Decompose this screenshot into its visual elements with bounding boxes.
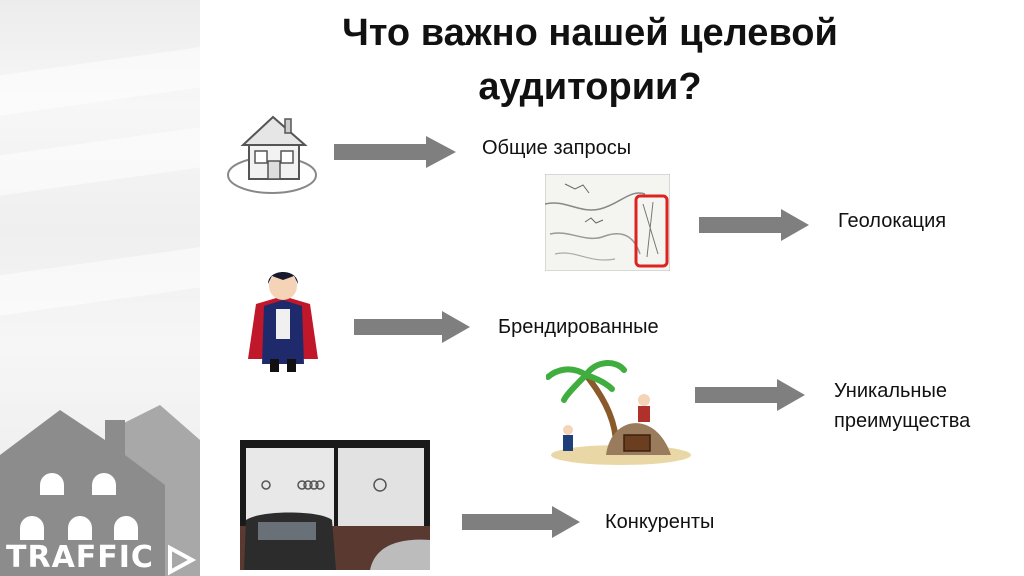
map-icon bbox=[544, 173, 671, 272]
sidebar: TRAFFIC bbox=[0, 0, 200, 576]
arrow-row-5 bbox=[462, 506, 580, 538]
label-general-queries: Общие запросы bbox=[482, 137, 632, 159]
label-unique-line-2: преимущества bbox=[834, 410, 971, 432]
house-silhouette-icon bbox=[0, 405, 200, 576]
pirate-island-icon bbox=[545, 355, 691, 467]
label-geolocation: Геолокация bbox=[838, 210, 947, 232]
arrow-row-1 bbox=[334, 136, 456, 168]
slide-title: Что важно нашей целевой аудитории? bbox=[240, 6, 940, 114]
brand-logo-text: TRAFFIC bbox=[6, 540, 154, 575]
dracula-icon bbox=[246, 264, 320, 374]
label-branded: Брендированные bbox=[498, 316, 659, 338]
label-unique-advantages: Уникальные преимущества bbox=[834, 376, 970, 436]
house-icon bbox=[225, 105, 320, 197]
arrow-row-3 bbox=[354, 311, 470, 343]
title-line-2: аудитории? bbox=[478, 66, 702, 108]
arrow-row-2 bbox=[699, 209, 809, 241]
label-competitors: Конкуренты bbox=[605, 511, 715, 533]
billboard-photo bbox=[240, 440, 430, 570]
label-unique-line-1: Уникальные bbox=[834, 380, 947, 402]
arrow-row-4 bbox=[695, 379, 805, 411]
title-line-1: Что важно нашей целевой bbox=[342, 12, 838, 54]
